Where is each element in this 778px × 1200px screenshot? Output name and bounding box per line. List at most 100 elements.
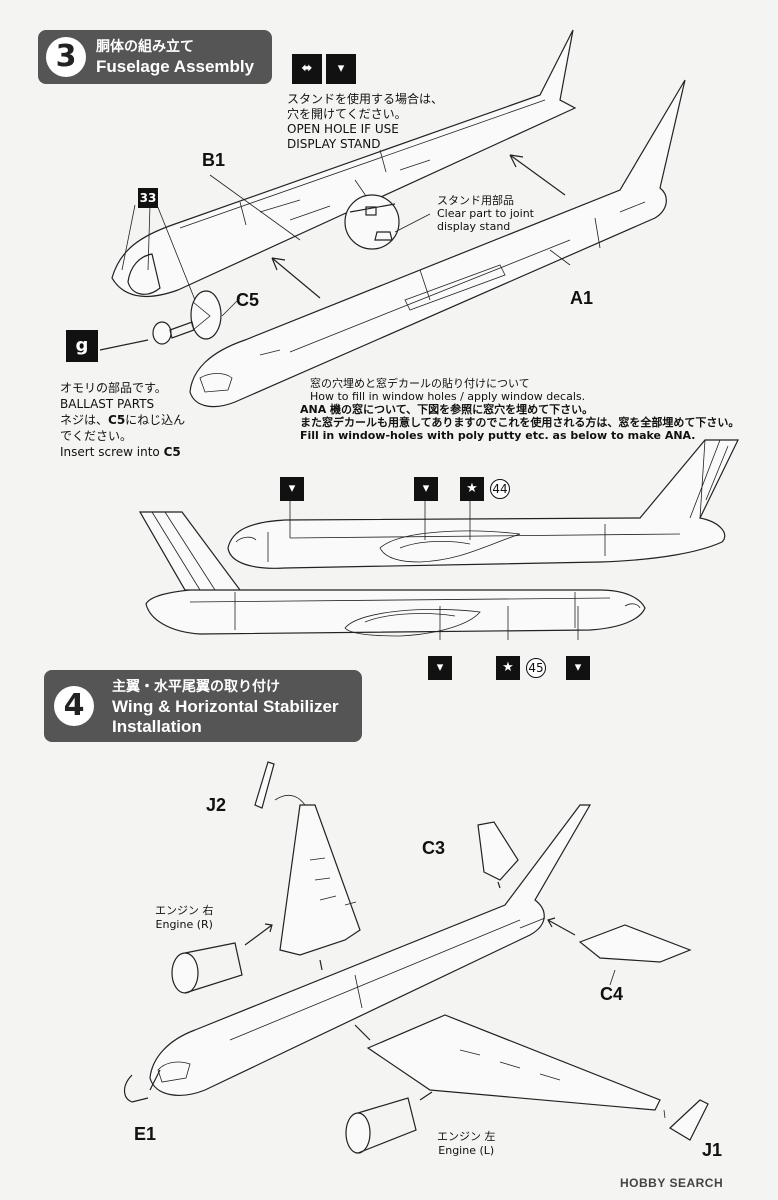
window-callout-leaders: [289, 498, 579, 640]
assembly-arrow-1-head: [271, 257, 286, 271]
nose-part-e1-shape: [123, 1074, 149, 1103]
step4-header: 4 主翼・水平尾翼の取り付け Wing & Horizontal Stabili…: [44, 670, 362, 742]
wing-left-details: [459, 1049, 561, 1081]
wing-right-shape: [279, 804, 361, 956]
clear-part-jp: スタンド用部品: [437, 194, 514, 207]
clear-part-en1: Clear part to joint: [437, 207, 534, 220]
window-note-jp1: 窓の穴埋めと窓デカールの貼り付けについて: [310, 377, 530, 390]
wing-right-details: [309, 857, 357, 906]
part-label-j2: J2: [206, 795, 227, 815]
winglet-j1-arrow: [663, 1109, 666, 1119]
hobby-search-watermark: HOBBY SEARCH: [620, 1176, 724, 1190]
stand-note-en1: OPEN HOLE IF USE: [287, 122, 399, 136]
open-hole-arrows-icon: ⬌: [292, 54, 322, 84]
part-c5-shape: [190, 290, 222, 340]
stand-note: スタンドを使用する場合は、 穴を開けてください。 OPEN HOLE IF US…: [287, 92, 443, 152]
tail-fin-c3-shape: [477, 821, 519, 881]
part-label-e1: E1: [134, 1124, 157, 1144]
decal-45-number: 45: [526, 658, 546, 678]
window-note-jp3: また窓デカールも用意してありますのでこれを使用される方は、窓を全部埋めて下さい。: [300, 416, 740, 429]
fill-hole-icon: ▾: [414, 477, 438, 501]
stand-note-jp2: 穴を開けてください。: [287, 107, 407, 121]
part-label-j1: J1: [702, 1140, 723, 1160]
assembly-arrow-2-head: [509, 154, 524, 168]
wing-right-arrow: [319, 959, 323, 971]
stand-note-jp1: スタンドを使用する場合は、: [287, 92, 444, 106]
engine-left-label: エンジン 左 Engine (L): [437, 1130, 496, 1158]
c5-leader: [221, 297, 241, 317]
ballast-en: BALLAST PARTS: [60, 397, 155, 411]
step3-header: 3 胴体の組み立て Fuselage Assembly: [38, 30, 272, 84]
assembly-arrow-2: [509, 154, 566, 196]
wing-left-shape: [366, 1014, 661, 1111]
fill-hole-icon: ▾: [566, 656, 590, 680]
engine-left-shape: [345, 1097, 417, 1154]
step4-title-en2: Installation: [112, 717, 202, 736]
engine-left-jp: エンジン 左: [437, 1130, 496, 1143]
engine-right-en: Engine (R): [155, 918, 213, 931]
ballast-jp2c: にねじ込ん: [125, 413, 186, 427]
step3-number: 3: [46, 37, 86, 77]
ballast-jp3: でください。: [60, 429, 133, 443]
wing-left-arrow: [354, 1024, 371, 1041]
clear-part-note: スタンド用部品 Clear part to joint display stan…: [437, 194, 534, 233]
fill-hole-icon: ▾: [428, 656, 452, 680]
decal-star-icon: ★: [496, 656, 520, 680]
winglet-j2-arrow: [274, 794, 306, 806]
part-label-c4: C4: [600, 984, 624, 1004]
ballast-jp2a: ネジは、: [60, 413, 109, 427]
engine-right-label: エンジン 右 Engine (R): [155, 904, 214, 932]
stand-hole-detail: [344, 179, 431, 250]
clear-part-en2: display stand: [437, 220, 511, 233]
fill-hole-icon: ▾: [280, 477, 304, 501]
tail-fin-c3-arrow: [497, 881, 501, 889]
window-note-en2: Fill in window-holes with poly putty etc…: [300, 429, 696, 442]
decal-33-badge: 33: [138, 188, 158, 208]
stabilizer-c4-arrow: [547, 917, 576, 936]
weight-leader: [99, 339, 149, 351]
fuselage-a1: [189, 79, 686, 408]
ballast-weight-icon: g: [66, 330, 98, 362]
ballast-jp1: オモリの部品です。: [60, 381, 167, 395]
side-view-aircraft-left-facing: [227, 439, 739, 569]
step4-title-jp: 主翼・水平尾翼の取り付け: [112, 679, 280, 695]
engine-left-arrow: [419, 1091, 433, 1101]
part-label-c5: C5: [236, 290, 260, 310]
window-note-en1: How to fill in window holes / apply wind…: [310, 390, 586, 403]
assembly-arrow-1: [271, 257, 321, 299]
step3-title-en: Fuselage Assembly: [96, 57, 255, 76]
ballast-en2: Insert screw into C5: [60, 444, 185, 460]
ballast-note: オモリの部品です。 BALLAST PARTS ネジは、C5にねじ込ん でくださ…: [60, 380, 185, 460]
part-label-c3: C3: [422, 838, 446, 858]
step4-title-en1: Wing & Horizontal Stabilizer: [112, 697, 339, 716]
assembled-aircraft-step4: [149, 804, 592, 1096]
part-label-b1: B1: [202, 150, 226, 170]
engine-right-shape: [171, 942, 243, 994]
window-note: 窓の穴埋めと窓デカールの貼り付けについて How to fill in wind…: [300, 377, 739, 442]
step4-number: 4: [54, 686, 94, 726]
engine-right-arrow: [244, 923, 273, 946]
c4-leader: [609, 969, 616, 986]
step3-title-jp: 胴体の組み立て: [96, 39, 194, 55]
ballast-jp2b: C5: [108, 413, 126, 427]
b1-leader: [209, 174, 301, 241]
window-note-jp2: ANA 機の窓について、下図を参照に窓穴を埋めて下さい。: [300, 403, 594, 416]
decal-star-icon: ★: [460, 477, 484, 501]
ballast-en2a: Insert screw into: [60, 445, 164, 459]
ballast-screw: [152, 321, 195, 345]
winglet-j2-shape: [254, 761, 275, 809]
stand-note-en2: DISPLAY STAND: [287, 137, 381, 151]
engine-left-en: Engine (L): [438, 1144, 495, 1157]
decal-44-number: 44: [490, 479, 510, 499]
winglet-j1-shape: [669, 1099, 709, 1141]
a1-leader: [549, 249, 571, 266]
nose-part-e1-arrow: [149, 1069, 161, 1091]
drill-hole-icon: ▾: [326, 54, 356, 84]
part-c5-detail: [192, 301, 211, 331]
ballast-en2b: C5: [163, 445, 181, 459]
engine-right-jp: エンジン 右: [155, 904, 214, 917]
side-view-aircraft-right-facing: [138, 511, 646, 637]
decal-33-leaders: [121, 204, 196, 301]
part-label-a1: A1: [570, 288, 594, 308]
